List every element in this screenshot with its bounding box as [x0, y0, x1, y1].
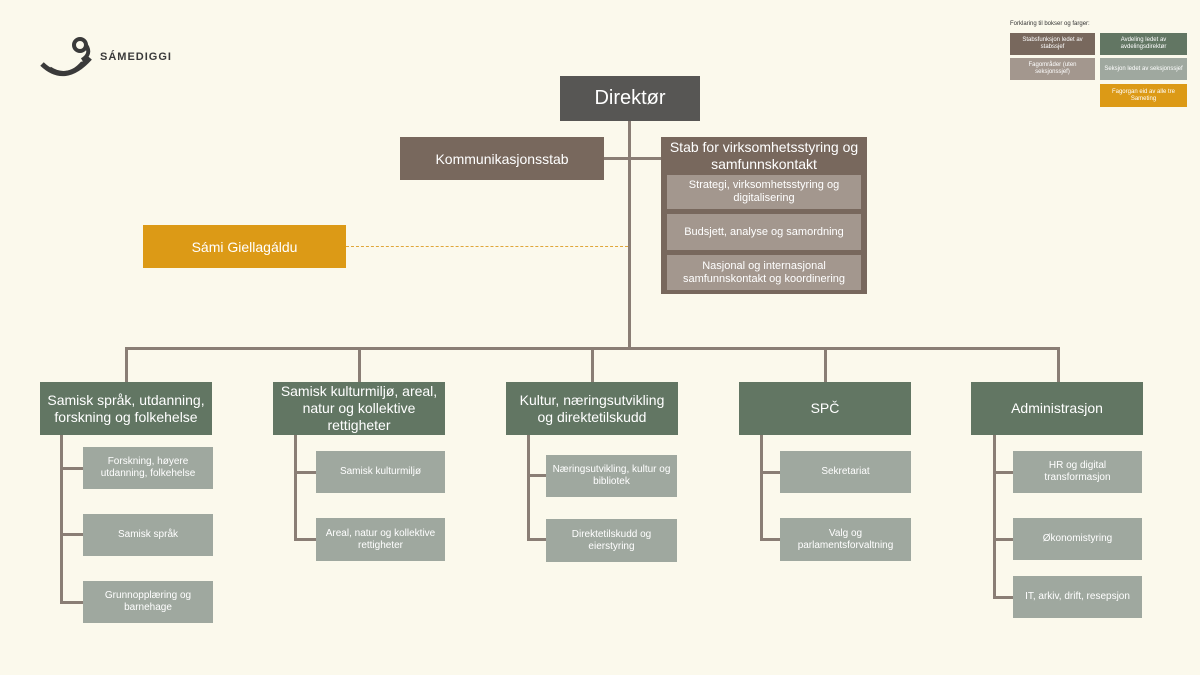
connector-section-3-1	[527, 474, 546, 477]
connector-dept-1	[125, 347, 128, 383]
connector-sections-4	[760, 434, 763, 541]
connector-dept-5	[1057, 347, 1060, 383]
section-hr-digital: HR og digital transformasjon	[1013, 451, 1142, 493]
section-basic-education: Grunnopplæring og barnehage	[83, 581, 213, 623]
department-administration: Administrasjon	[971, 382, 1143, 435]
connector-section-5-3	[993, 596, 1013, 599]
section-business-culture-library: Næringsutvikling, kultur og bibliotek	[546, 455, 677, 497]
connector-dept-4	[824, 347, 827, 383]
connector-dept-2	[358, 347, 361, 383]
connector-section-1-2	[60, 533, 83, 536]
connector-dept-3	[591, 347, 594, 383]
connector-section-3-2	[527, 538, 546, 541]
staff-item-strategy: Strategi, virksomhetsstyring og digitali…	[667, 175, 861, 209]
department-culture-business: Kultur, næringsutvikling og direktetilsk…	[506, 382, 678, 435]
section-direct-grants: Direktetilskudd og eierstyring	[546, 519, 677, 562]
connector-section-5-1	[993, 471, 1013, 474]
legend-subject-area: Fagområder (uten seksjonssjef)	[1010, 58, 1095, 80]
legend-staff-function: Stabsfunksjon ledet av stabssjef	[1010, 33, 1095, 55]
section-finance: Økonomistyring	[1013, 518, 1142, 560]
logo-wordmark: SÁMEDIGGI	[100, 51, 172, 63]
connector-section-2-2	[294, 538, 316, 541]
section-land-nature-rights: Areal, natur og kollektive rettigheter	[316, 518, 445, 561]
section-it-archive: IT, arkiv, drift, resepsjon	[1013, 576, 1142, 618]
connector-section-4-1	[760, 471, 780, 474]
section-research-education: Forskning, høyere utdanning, folkehelse	[83, 447, 213, 489]
legend-department: Avdeling ledet av avdelingsdirektør	[1100, 33, 1187, 55]
legend-joint-body: Fagorgan eid av alle tre Sameting	[1100, 84, 1187, 107]
connector-main-vertical	[628, 121, 631, 350]
connector-section-4-2	[760, 538, 780, 541]
section-secretariat: Sekretariat	[780, 451, 911, 493]
section-elections-parliament: Valg og parlamentsforvaltning	[780, 518, 911, 561]
connector-section-5-2	[993, 538, 1013, 541]
connector-sections-1	[60, 434, 63, 604]
connector-section-1-3	[60, 601, 83, 604]
department-spc: SPČ	[739, 382, 911, 435]
connector-sections-3	[527, 434, 530, 541]
connector-section-2-1	[294, 471, 316, 474]
staff-item-budget: Budsjett, analyse og samordning	[667, 214, 861, 250]
department-cultural-environment: Samisk kulturmiljø, areal, natur og koll…	[273, 382, 445, 435]
staff-unit-title: Stab for virksomhetsstyring og samfunnsk…	[669, 139, 859, 172]
connector-sections-2	[294, 434, 297, 541]
connector-section-1-1	[60, 467, 83, 470]
samediggi-logo-icon	[40, 37, 92, 76]
legend-section: Seksjon ledet av seksjonssjef	[1100, 58, 1187, 80]
connector-giella-dashed	[346, 246, 628, 247]
connector-staff-horizontal	[603, 157, 662, 160]
director-box: Direktør	[560, 76, 700, 121]
section-cultural-environment: Samisk kulturmiljø	[316, 451, 445, 493]
department-language-education: Samisk språk, utdanning, forskning og fo…	[40, 382, 212, 435]
connector-sections-5	[993, 434, 996, 599]
giellagaldu-box: Sámi Giellagáldu	[143, 225, 346, 268]
staff-item-external-relations: Nasjonal og internasjonal samfunnskontak…	[667, 255, 861, 290]
section-sami-language: Samisk språk	[83, 514, 213, 556]
legend-title: Forklaring til bokser og farger:	[1010, 21, 1090, 27]
communication-staff-box: Kommunikasjonsstab	[400, 137, 604, 180]
